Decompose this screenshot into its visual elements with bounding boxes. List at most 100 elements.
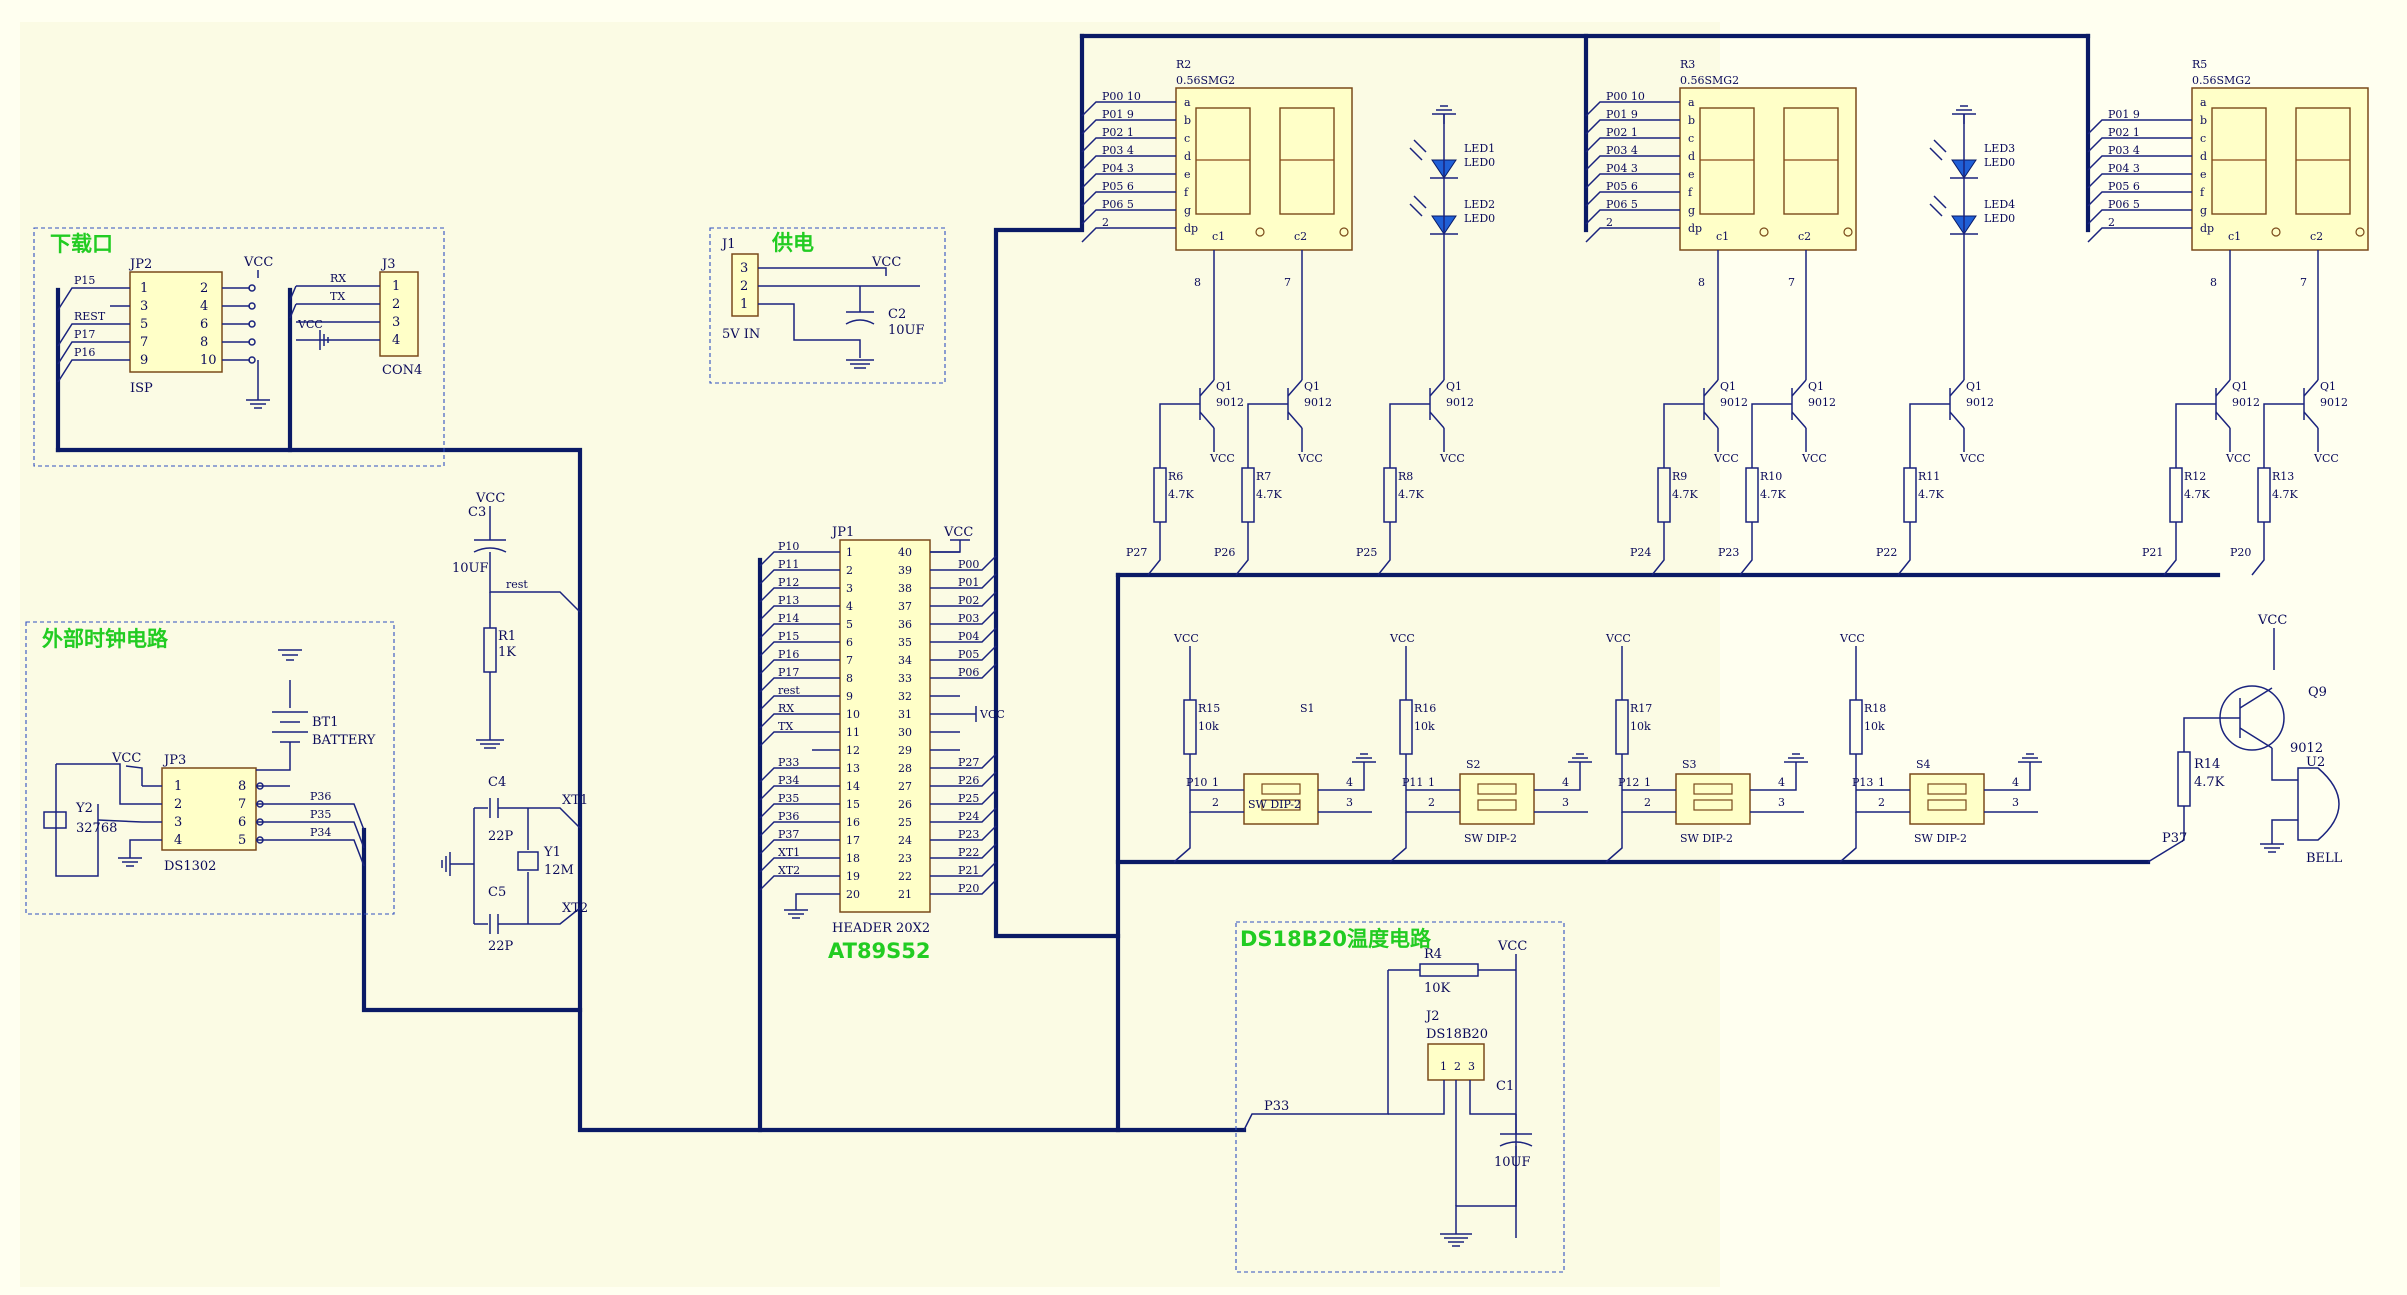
switch-name: SW DIP-2 [1914,832,1967,845]
mcu-pin-number: 13 [846,762,860,775]
switch-lever [1261,783,1301,795]
isp-net-label: P17 [74,328,95,341]
isp-pin-number: 8 [200,335,208,350]
mcu-left-net-label: P36 [778,810,799,823]
display-segment-letter: g [1688,204,1695,217]
driver-res-val: 4.7K [1256,488,1282,501]
resistor-wire [2163,522,2177,576]
buzzer-group: VCC Q9 9012 R14 4.7K P37 U2 BELL [2147,613,2343,866]
con4-header [379,271,419,357]
ds1302-pin-number: 3 [174,815,182,830]
display-pin-wire [1585,227,1680,243]
isp-pin-number: 5 [140,317,148,332]
switch-pin: 2 [1878,796,1885,809]
mcu-pin-number: 26 [898,798,912,811]
pin-dot [248,338,256,346]
transistor-base-wire [1751,403,1792,468]
buzzer-net: P37 [2162,831,2187,846]
temp-name: DS18B20 [1426,1027,1488,1042]
switch-res-ref: R15 [1198,702,1220,715]
display-common-2: c2 [1798,230,1811,243]
mcu-left-net-label: P11 [778,558,799,571]
mcu-pin-number: 14 [846,780,860,793]
temp-vcc: VCC [1497,939,1527,954]
switch-ref: S4 [1916,758,1931,771]
display-common-2: c2 [2310,230,2323,243]
transistor-collector [1703,379,1719,397]
isp-pin-number: 9 [140,353,148,368]
mcu-left-net-label: RX [778,702,794,715]
transistor-base-wire [1909,403,1950,468]
mcu-pin-number: 31 [898,708,912,721]
reset-res-val: 1K [498,645,516,660]
mcu-left-net-label: P16 [778,648,799,661]
isp-pin-number: 10 [200,353,217,368]
mcu-net-wire [759,677,812,693]
reset-vcc: VCC [475,491,505,506]
power-pin-number: 3 [740,261,748,276]
mcu-net-wire [960,663,997,679]
driver-net: P25 [1356,546,1377,559]
temp-cap-ref: C1 [1496,1079,1514,1094]
isp-net-wire [57,323,110,347]
display-segment-letter: e [2200,168,2207,181]
mcu-net-wire [960,573,997,589]
temp-res-val: 10K [1424,981,1451,996]
mcu-net-wire [759,821,812,837]
ds1302-pin-number: 7 [238,797,246,812]
switch-body [1459,773,1535,825]
mcu-pin-number: 25 [898,816,912,829]
mcu-right-net-label: P22 [958,846,979,859]
isp-ref: JP2 [128,257,152,272]
switch-res-val: 10k [1630,720,1651,733]
ds1302-pin-number: 1 [174,779,182,794]
driver-net: P24 [1630,546,1651,559]
driver-res-ref: R11 [1918,470,1940,483]
display-pin-wire [1081,209,1176,225]
display-segment-letter: d [1184,150,1191,163]
buzzer-name: BELL [2306,851,2343,866]
transistor-base-wire [1247,403,1288,468]
transistor-base-wire [2175,403,2216,468]
reset-net: rest [506,578,528,591]
mcu-net-wire [759,623,812,639]
driver-part: 9012 [1720,396,1748,409]
ds1302-pin-number: 8 [238,779,246,794]
ds1302-net-label: P34 [310,826,331,839]
buzzer-q-part: 9012 [2290,741,2323,756]
mcu-net-wire [960,645,997,661]
display-decimal-point [1339,227,1349,237]
led-ref: LED4 [1984,198,2015,211]
y1-val: 12M [544,863,574,878]
mcu-right-net-label: P23 [958,828,979,841]
mcu-pin-number: 22 [898,870,912,883]
transistor-collector [1287,379,1303,397]
display-pin-label: P04 3 [1102,162,1134,175]
mcu-net-wire [960,591,997,607]
buzzer-res-ref: R14 [2194,757,2220,772]
display-ref: R2 [1176,58,1191,71]
mcu-net-wire [759,605,812,621]
display-pin-label: P04 3 [2108,162,2140,175]
display-common-1: c1 [1716,230,1729,243]
temp-net: P33 [1264,1099,1289,1114]
power-pin-number: 1 [740,297,748,312]
pin-dot [248,320,256,328]
mcu-pin-number: 4 [846,600,853,613]
transistor-base-wire [2263,403,2304,468]
switch-res-ref: R17 [1630,702,1652,715]
mcu-left-net-label: TX [778,720,793,733]
driver-part: 9012 [1446,396,1474,409]
led-ref: LED2 [1464,198,1495,211]
display-name: 0.56SMG2 [1176,74,1235,87]
driver-net: P23 [1718,546,1739,559]
driver-part: 9012 [2320,396,2348,409]
switch-vcc: VCC [1605,632,1631,645]
mcu-pin-number: 8 [846,672,853,685]
power-vcc: VCC [871,255,901,270]
mcu-pin-number: 39 [898,564,912,577]
driver-vcc: VCC [1209,452,1235,465]
switch-net: P10 [1186,776,1207,789]
